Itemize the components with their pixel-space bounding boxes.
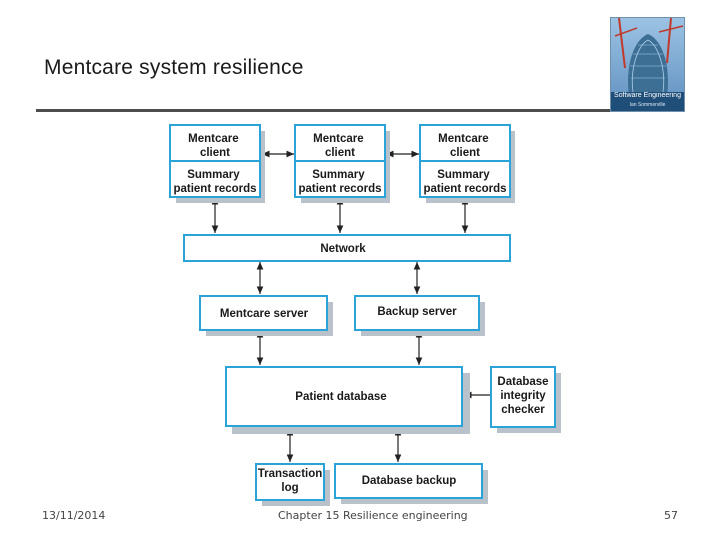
patient-database-label: Patient database (295, 391, 386, 403)
mentcare-client-2: Mentcare client Summary patient records (294, 124, 390, 203)
client-1-records-label: Summary (187, 169, 240, 181)
mentcare-server-box: Mentcare server (199, 295, 333, 336)
slide-title: Mentcare system resilience (44, 56, 304, 79)
client-2-records-label: Summary (312, 169, 365, 181)
footer-date: 13/11/2014 (42, 509, 106, 522)
backup-server-box: Backup server (354, 295, 485, 336)
database-backup-box: Database backup (334, 463, 488, 504)
mentcare-client-3: Mentcare client Summary patient records (419, 124, 515, 203)
book-cover-art (611, 18, 684, 111)
patient-database-box: Patient database (225, 366, 470, 434)
client-1-label: Mentcare (188, 133, 239, 145)
svg-text:Mentcare client: Mentcare client (188, 133, 242, 159)
footer-chapter: Chapter 15 Resilience engineering (278, 509, 468, 522)
book-cover-title: Software Engineering (614, 92, 681, 99)
backup-server-label: Backup server (377, 306, 457, 318)
client-2-label: Mentcare (313, 133, 364, 145)
database-backup-label: Database backup (362, 475, 457, 487)
svg-text:Mentcare client: Mentcare client (438, 133, 492, 159)
svg-text:Mentcare client: Mentcare client (313, 133, 367, 159)
client-3-records-label: Summary (437, 169, 490, 181)
svg-text:Summary patient records: Summary patient records (423, 169, 506, 195)
title-divider (36, 109, 681, 112)
client-3-label: Mentcare (438, 133, 489, 145)
footer-page-number: 57 (664, 509, 678, 522)
svg-text:Summary patient records: Summary patient records (298, 169, 381, 195)
svg-text:Summary patient records: Summary patient records (173, 169, 256, 195)
book-cover-author: Ian Sommerville (629, 102, 666, 108)
network-label: Network (320, 243, 366, 255)
book-cover-image: Software Engineering Ian Sommerville (610, 17, 685, 112)
network-box: Network (183, 234, 511, 262)
mentcare-server-label: Mentcare server (220, 308, 309, 320)
mentcare-client-1: Mentcare client Summary patient records (169, 124, 265, 203)
